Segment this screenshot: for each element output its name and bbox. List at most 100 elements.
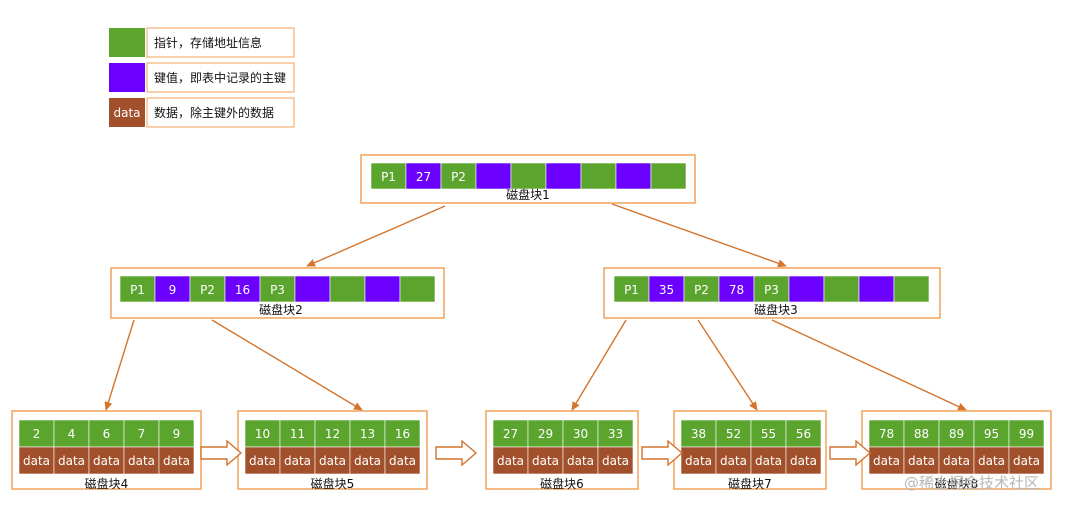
key-cell [615, 162, 652, 190]
legend-swatch-text: data [113, 106, 140, 120]
data-cell [314, 446, 351, 475]
key-label: 35 [659, 283, 674, 297]
legend-label: 指针，存储地址信息 [154, 35, 262, 50]
leaf-key-label: 88 [914, 427, 929, 441]
legend-item: 键值，即表中记录的主键 [109, 62, 295, 93]
leaf-key-cell [715, 419, 752, 448]
legend-item: 指针，存储地址信息 [109, 27, 295, 58]
leaf-key-cell [88, 419, 125, 448]
key-cell [364, 275, 401, 303]
leaf-links [200, 439, 872, 467]
leaf-key-label: 16 [395, 427, 410, 441]
key-label: 27 [416, 170, 431, 184]
node-caption: 磁盘块5 [311, 476, 355, 491]
data-label: data [163, 454, 190, 468]
leaf-key-label: 29 [538, 427, 553, 441]
node-caption: 磁盘块7 [728, 476, 772, 491]
legend-label-box [146, 97, 295, 128]
leaf-key-cell [349, 419, 386, 448]
legend-swatch-key [109, 63, 145, 92]
leaf-key-cell [384, 419, 421, 448]
key-label: 16 [235, 283, 250, 297]
key-cell [545, 162, 582, 190]
tree-edges [104, 203, 967, 411]
data-label: data [873, 454, 900, 468]
data-cell [349, 446, 386, 475]
leaf-key-label: 55 [761, 427, 776, 441]
leaf-key-label: 2 [33, 427, 41, 441]
watermark: @稀土掘金技术社区 [904, 474, 1040, 492]
node-caption: 磁盘块8 [935, 476, 979, 491]
leaf-key-label: 38 [691, 427, 706, 441]
leaf-key-cell [785, 419, 822, 448]
leaf-key-cell [680, 419, 717, 448]
leaf-key-cell [18, 419, 55, 448]
data-cell [868, 446, 905, 475]
data-label: data [58, 454, 85, 468]
data-cell [384, 446, 421, 475]
node-caption: 磁盘块2 [259, 302, 303, 317]
leaf-key-label: 30 [573, 427, 588, 441]
data-label: data [908, 454, 935, 468]
data-cell [938, 446, 975, 475]
pointer-cell [370, 162, 407, 190]
pointer-label: P2 [694, 283, 709, 297]
data-label: data [389, 454, 416, 468]
leaf-key-label: 89 [949, 427, 964, 441]
node-caption: 磁盘块4 [85, 476, 129, 491]
legend-label: 键值，即表中记录的主键 [154, 70, 286, 85]
pointer-cell [613, 275, 650, 303]
data-cell [158, 446, 195, 475]
legend-swatch-pointer [109, 28, 145, 57]
pointer-cell [189, 275, 226, 303]
data-cell [53, 446, 90, 475]
leaf-key-label: 95 [984, 427, 999, 441]
leaf-key-cell [597, 419, 634, 448]
legend-label: 数据，除主键外的数据 [154, 105, 274, 120]
data-label: data [319, 454, 346, 468]
pointer-cell [893, 275, 930, 303]
leaf-key-label: 4 [68, 427, 76, 441]
node-caption: 磁盘块1 [506, 187, 550, 202]
node-caption: 磁盘块3 [754, 302, 798, 317]
pointer-label: P3 [270, 283, 285, 297]
leaf-key-cell [750, 419, 787, 448]
data-label: data [1013, 454, 1040, 468]
tree-edge [571, 319, 627, 411]
pointer-cell [399, 275, 436, 303]
key-cell [294, 275, 331, 303]
data-label: data [93, 454, 120, 468]
tree-edge [611, 203, 787, 268]
data-label: data [497, 454, 524, 468]
pointer-cell [329, 275, 366, 303]
data-cell [88, 446, 125, 475]
data-label: data [532, 454, 559, 468]
leaf-key-label: 78 [879, 427, 894, 441]
leaf-key-cell [903, 419, 940, 448]
data-label: data [23, 454, 50, 468]
leaf-link-arrow [641, 439, 684, 467]
pointer-cell [510, 162, 547, 190]
key-cell [154, 275, 191, 303]
data-label: data [943, 454, 970, 468]
key-cell [858, 275, 895, 303]
leaf-key-label: 7 [138, 427, 146, 441]
data-cell [785, 446, 822, 475]
pointer-label: P1 [624, 283, 639, 297]
leaf-link-arrow [829, 439, 872, 467]
data-label: data [354, 454, 381, 468]
data-cell [715, 446, 752, 475]
pointer-label: P2 [200, 283, 215, 297]
data-label: data [685, 454, 712, 468]
legend-label-box [146, 27, 295, 58]
key-cell [224, 275, 261, 303]
pointer-cell [119, 275, 156, 303]
legend-item: data 数据，除主键外的数据 [109, 97, 295, 128]
node-caption: 磁盘块6 [540, 476, 584, 491]
data-cell [279, 446, 316, 475]
